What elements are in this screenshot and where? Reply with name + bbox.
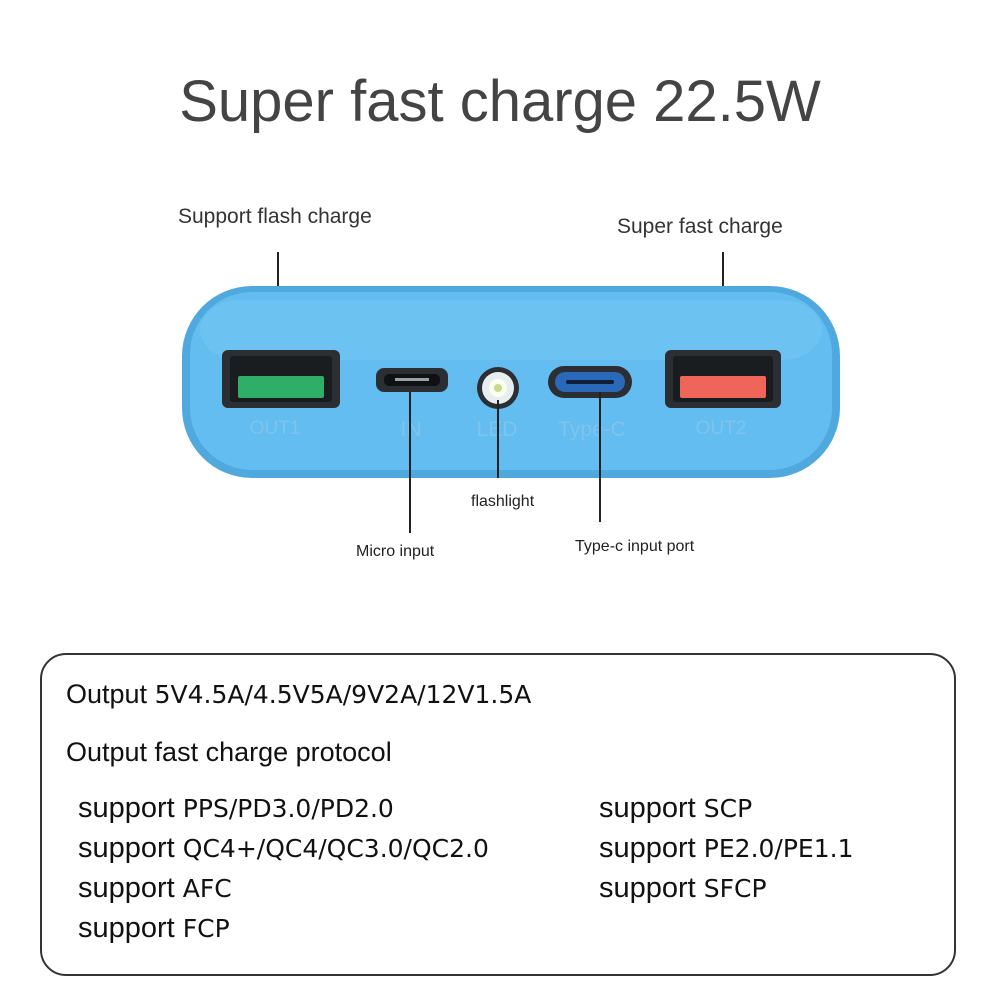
port-label-out1: OUT1 bbox=[250, 418, 301, 439]
protocol-item: support SFCP bbox=[599, 872, 767, 904]
spec-box bbox=[40, 653, 956, 976]
callout-typec-input: Type-c input port bbox=[575, 538, 695, 555]
led-flashlight bbox=[477, 367, 519, 409]
protocol-item: support FCP bbox=[78, 912, 230, 944]
callout-super-fast-charge: Super fast charge bbox=[617, 215, 783, 238]
face-highlight bbox=[200, 300, 822, 360]
callout-flashlight: flashlight bbox=[471, 493, 535, 510]
output-label: Output bbox=[66, 679, 148, 709]
usb-a-port-out1 bbox=[222, 350, 340, 408]
port-label-typec: Type-C bbox=[558, 418, 626, 441]
page-title: Super fast charge 22.5W bbox=[179, 69, 821, 134]
callout-flash-charge: Support flash charge bbox=[178, 205, 372, 228]
power-bank-illustration: OUT1 IN LED Type-C OUT2 bbox=[182, 252, 840, 533]
protocol-item: support PPS/PD3.0/PD2.0 bbox=[78, 792, 394, 824]
output-line: Output 5V4.5A/4.5V5A/9V2A/12V1.5A bbox=[66, 679, 531, 710]
protocol-item: support SCP bbox=[599, 792, 753, 824]
protocol-item: support AFC bbox=[78, 872, 232, 904]
micro-usb-port bbox=[376, 368, 448, 392]
protocol-heading: Output fast charge protocol bbox=[66, 737, 392, 767]
port-label-out2: OUT2 bbox=[696, 418, 747, 439]
usb-a-port-out2 bbox=[665, 350, 781, 408]
output-value: 5V4.5A/4.5V5A/9V2A/12V1.5A bbox=[154, 680, 532, 709]
typec-port bbox=[548, 366, 632, 398]
callout-micro-input: Micro input bbox=[356, 543, 435, 560]
protocol-item: support PE2.0/PE1.1 bbox=[599, 832, 854, 864]
protocol-item: support QC4+/QC4/QC3.0/QC2.0 bbox=[78, 832, 489, 864]
